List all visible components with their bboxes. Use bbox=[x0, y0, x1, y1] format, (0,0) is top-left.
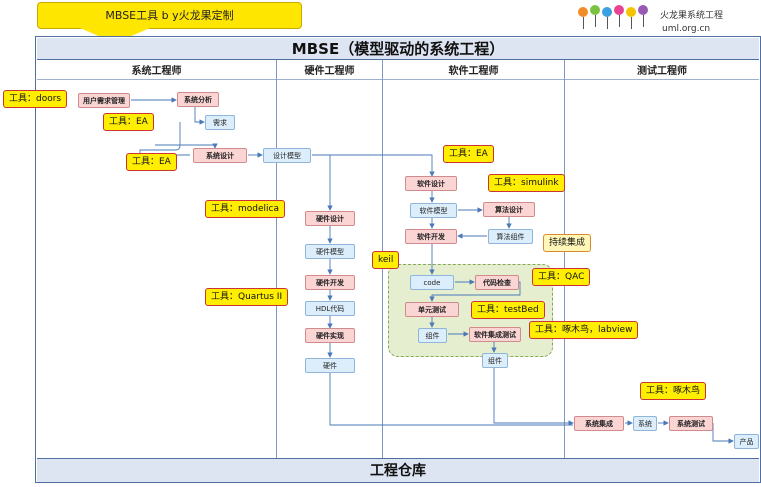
software-model-node[interactable]: 软件模型 bbox=[410, 203, 457, 218]
lane-header-divider bbox=[37, 79, 759, 80]
lane-software-engineer: 软件工程师 bbox=[448, 66, 499, 77]
logo-dot-icon bbox=[590, 5, 600, 15]
tool-callout-ea: 工具：EA bbox=[103, 113, 154, 131]
tool-callout-woodpecker: 工具：啄木鸟 bbox=[640, 382, 707, 400]
logo-dot-icon bbox=[578, 7, 588, 17]
hardware-design-node[interactable]: 硬件设计 bbox=[305, 211, 355, 226]
component-output-node[interactable]: 组件 bbox=[482, 353, 508, 368]
tool-callout-modelica: 工具：modelica bbox=[205, 200, 285, 218]
tool-callout-quartus: 工具：Quartus II bbox=[205, 288, 289, 306]
product-node[interactable]: 产品 bbox=[734, 434, 759, 449]
tool-callout-keil: keil bbox=[372, 251, 400, 269]
engineering-repository: 工程仓库 bbox=[37, 458, 759, 482]
system-design-node[interactable]: 系统设计 bbox=[193, 148, 247, 163]
algorithm-design-node[interactable]: 算法设计 bbox=[483, 202, 535, 217]
system-analysis-node[interactable]: 系统分析 bbox=[177, 92, 219, 107]
hardware-model-node[interactable]: 硬件模型 bbox=[305, 244, 355, 259]
algorithm-component-node[interactable]: 算法组件 bbox=[488, 229, 533, 244]
hardware-node[interactable]: 硬件 bbox=[305, 358, 355, 373]
lane-test-engineer: 测试工程师 bbox=[637, 66, 687, 77]
unit-test-node[interactable]: 单元测试 bbox=[405, 302, 459, 317]
continuous-integration-label: 持续集成 bbox=[543, 234, 592, 252]
logo-dot-icon bbox=[638, 5, 648, 15]
diagram-title: MBSE（模型驱动的系统工程） bbox=[37, 38, 759, 60]
code-node[interactable]: code bbox=[410, 275, 454, 290]
tool-callout-ea: 工具：EA bbox=[126, 153, 177, 171]
user-requirements-node[interactable]: 用户需求管理 bbox=[78, 93, 130, 108]
software-integration-test-node[interactable]: 软件集成测试 bbox=[469, 327, 521, 342]
tool-callout-doors: 工具：doors bbox=[3, 90, 68, 108]
hardware-development-node[interactable]: 硬件开发 bbox=[305, 275, 355, 290]
system-node[interactable]: 系统 bbox=[633, 416, 657, 431]
logo-dot-icon bbox=[626, 7, 636, 17]
lane-divider bbox=[564, 60, 565, 458]
logo-dot-icon bbox=[614, 5, 624, 15]
tool-callout-testbed: 工具：testBed bbox=[471, 301, 545, 319]
logo-name: 火龙果系统工程 bbox=[660, 11, 724, 21]
tool-callout-woodpecker-labview: 工具：啄木鸟，labview bbox=[529, 321, 639, 339]
software-design-node[interactable]: 软件设计 bbox=[405, 176, 457, 191]
system-integration-node[interactable]: 系统集成 bbox=[574, 416, 624, 431]
banner-callout: MBSE工具 b y火龙果定制 bbox=[37, 2, 302, 29]
hdl-code-node[interactable]: HDL代码 bbox=[305, 301, 355, 316]
hardware-implementation-node[interactable]: 硬件实现 bbox=[305, 328, 355, 343]
logo: 火龙果系统工程 uml.org.cn bbox=[570, 4, 760, 40]
requirements-node[interactable]: 需求 bbox=[205, 115, 235, 130]
tool-callout-ea: 工具：EA bbox=[443, 145, 494, 163]
component-node[interactable]: 组件 bbox=[418, 328, 447, 343]
code-check-node[interactable]: 代码检查 bbox=[475, 275, 519, 290]
logo-dot-icon bbox=[602, 7, 612, 17]
lane-divider bbox=[276, 60, 277, 458]
lane-system-engineer: 系统工程师 bbox=[131, 66, 182, 77]
design-model-node[interactable]: 设计模型 bbox=[263, 148, 311, 163]
system-test-node[interactable]: 系统测试 bbox=[669, 416, 713, 431]
software-development-node[interactable]: 软件开发 bbox=[405, 229, 457, 244]
logo-url: uml.org.cn bbox=[662, 24, 711, 34]
tool-callout-simulink: 工具：simulink bbox=[488, 174, 565, 192]
tool-callout-qac: 工具：QAC bbox=[532, 268, 591, 286]
lane-hardware-engineer: 硬件工程师 bbox=[304, 66, 355, 77]
